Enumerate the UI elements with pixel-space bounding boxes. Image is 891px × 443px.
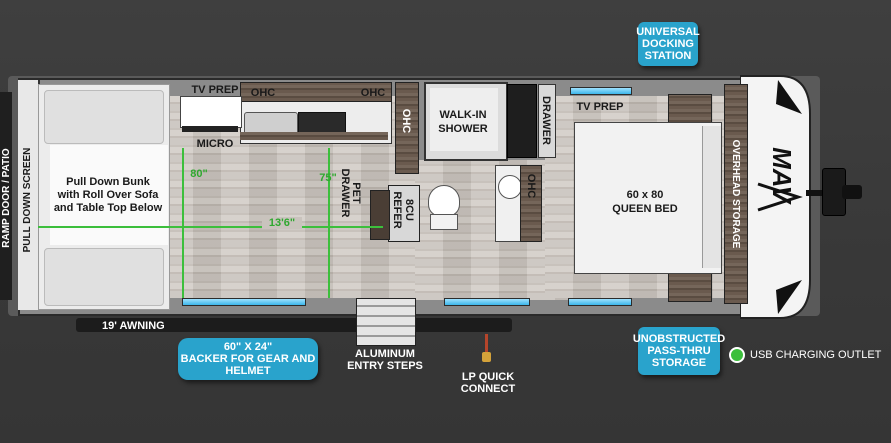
sofa-back-top xyxy=(44,90,164,144)
table-top xyxy=(50,145,168,245)
ramp-door-band xyxy=(0,92,12,300)
ohc-bath-label: OHC xyxy=(525,173,537,199)
bedroom-nightstand-top xyxy=(668,94,712,126)
tv-prep-kitchen-box xyxy=(180,96,242,128)
usb-outlet-label: USB CHARGING OUTLET xyxy=(750,349,882,361)
micro-shelf xyxy=(182,126,238,132)
tv-prep-kitchen-label: TV PREP xyxy=(191,84,239,96)
lp-connector-nozzle xyxy=(482,352,491,362)
pass-thru-callout: UNOBSTRUCTED PASS-THRU STORAGE xyxy=(633,327,725,375)
sofa-back-bottom xyxy=(44,248,164,306)
tv-prep-bedroom-label: TV PREP xyxy=(576,101,624,113)
pet-drawer-label: PET DRAWER xyxy=(339,168,362,218)
queen-bed-label: 60 x 80 QUEEN BED xyxy=(612,189,678,215)
lp-quick-connect-label: LP QUICK CONNECT xyxy=(460,371,516,395)
ohc-right-label: OHC xyxy=(360,87,386,99)
cubby-rack xyxy=(507,84,537,158)
drawer-label: DRAWER xyxy=(540,96,552,145)
kitchen-ohc-top xyxy=(240,82,392,102)
drawer-column xyxy=(538,84,556,158)
toilet-tank xyxy=(430,214,458,230)
pull-down-bunk-label: Pull Down Bunk with Roll Over Sofa and T… xyxy=(53,176,163,214)
bath-floor xyxy=(415,160,570,300)
pet-drawer xyxy=(370,190,390,240)
kitchen-ohc-vertical xyxy=(395,82,419,174)
toilet xyxy=(428,185,460,217)
ramp-door-label: RAMP DOOR / PATIO xyxy=(1,148,12,248)
docking-station-callout: UNIVERSAL DOCKING STATION xyxy=(636,22,700,66)
bedroom-nightstand-bottom xyxy=(668,270,712,302)
aluminum-steps-label: ALUMINUM ENTRY STEPS xyxy=(347,348,423,372)
micro-label: MICRO xyxy=(196,138,234,150)
ohc-vertical-label: OHC xyxy=(400,108,412,134)
queen-bed xyxy=(574,122,722,274)
refrigerator xyxy=(388,185,420,242)
dimension-line-13-6 xyxy=(38,226,383,228)
entry-steps xyxy=(356,298,416,346)
hitch-jack xyxy=(842,185,862,199)
bath-ohc xyxy=(520,165,542,242)
dim-80-label: 80" xyxy=(190,168,208,180)
window-bottom-right xyxy=(568,298,632,306)
walk-in-shower-label: WALK-IN SHOWER xyxy=(438,109,488,135)
pull-down-screen-label: PULL DOWN SCREEN xyxy=(22,147,33,253)
overhead-storage-cabinet xyxy=(724,84,748,304)
window-bottom-left xyxy=(182,298,306,306)
front-cap xyxy=(740,75,811,319)
usb-outlet-icon xyxy=(729,347,745,363)
dim-13-6-label: 13'6" xyxy=(262,217,302,229)
dim-75-label: 75" xyxy=(319,172,337,184)
lp-connector-line xyxy=(485,334,488,354)
refer-label: 8CU REFER xyxy=(391,191,415,229)
dimension-line-80-vertical xyxy=(182,148,184,298)
kitchen-cabinet-bottom xyxy=(240,132,388,140)
backer-callout: 60" X 24" BACKER FOR GEAR AND HELMET xyxy=(178,338,318,380)
awning-label: 19' AWNING xyxy=(102,320,165,332)
ohc-left-label: OHC xyxy=(250,87,276,99)
dimension-line-75-vertical xyxy=(328,148,330,298)
brand-logo: MAV xyxy=(767,147,797,203)
window-bottom-mid xyxy=(444,298,530,306)
bed-pillows xyxy=(702,126,721,268)
shower-pan xyxy=(430,88,498,151)
window-top-front xyxy=(570,87,632,95)
bath-sink xyxy=(498,175,522,199)
overhead-storage-label: OVERHEAD STORAGE xyxy=(730,139,741,249)
